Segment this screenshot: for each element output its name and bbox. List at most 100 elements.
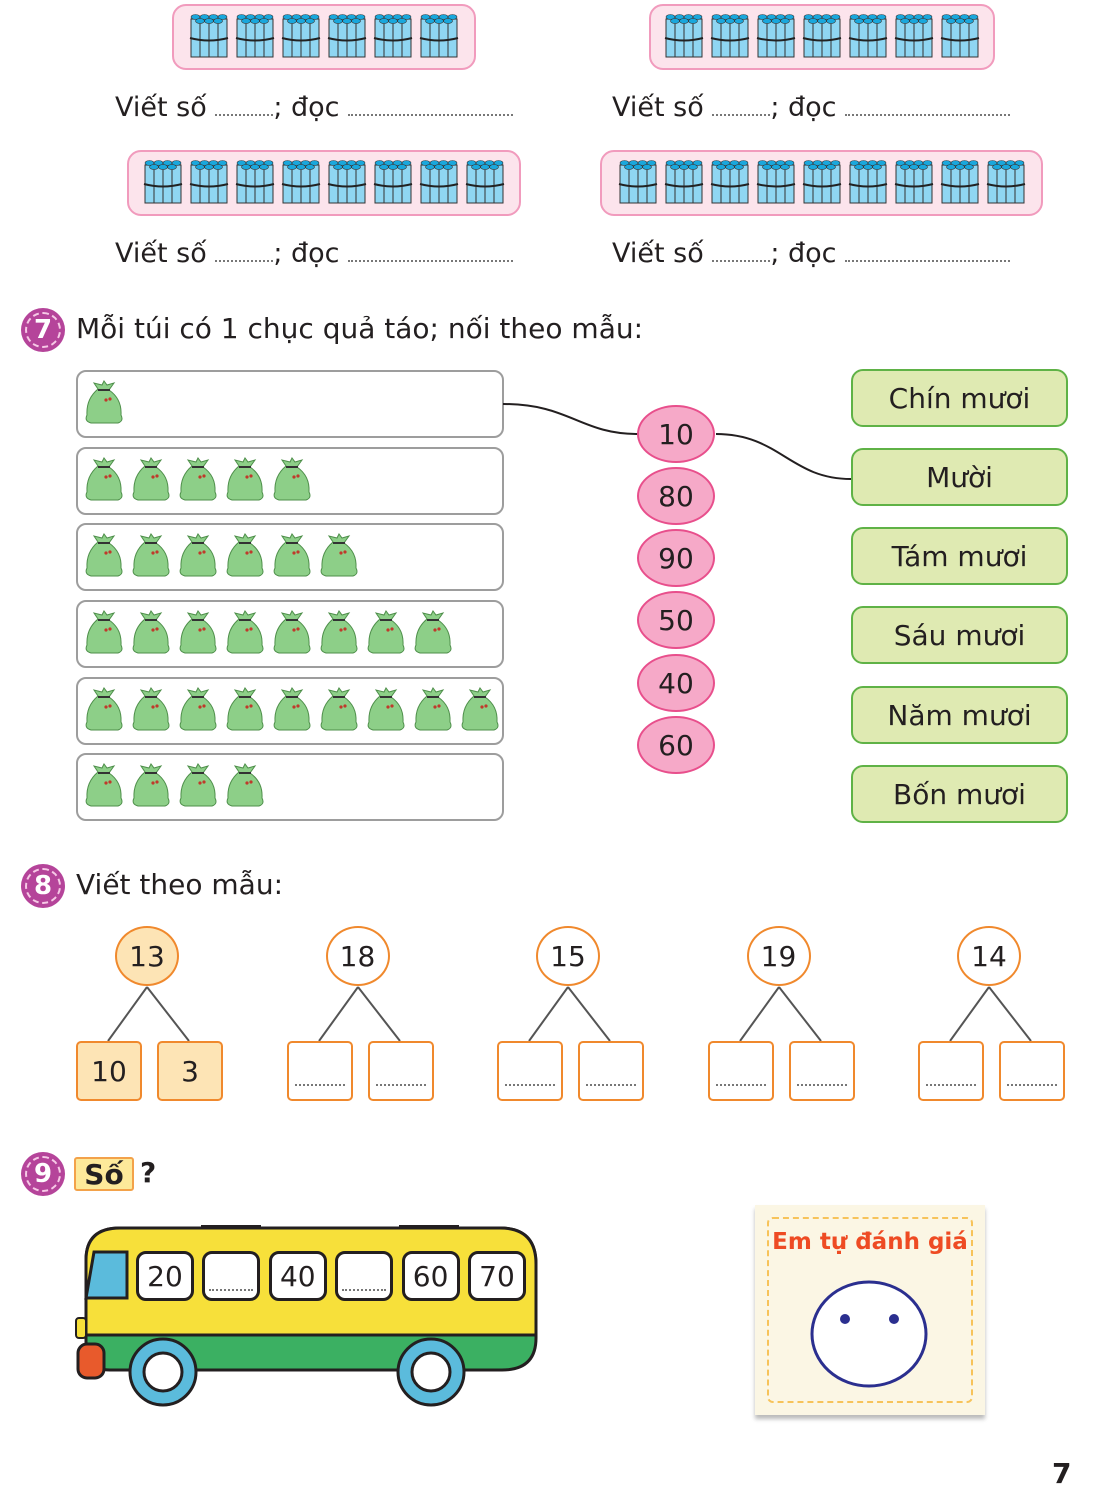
self-assessment-title: Em tự đánh giá — [772, 1229, 968, 1255]
number-oval[interactable]: 90 — [637, 529, 715, 587]
answer-blank[interactable] — [796, 1083, 847, 1086]
number-blank[interactable] — [215, 259, 274, 262]
tree-right-box[interactable] — [999, 1041, 1065, 1101]
tree-left-box[interactable] — [497, 1041, 563, 1101]
bundle-box-2 — [649, 4, 995, 70]
apple-bag-icon — [413, 686, 453, 736]
tree-top-number: 18 — [325, 926, 390, 986]
apple-bag-icon — [225, 686, 265, 736]
number-oval[interactable]: 50 — [637, 591, 715, 649]
read-label: ; đọc — [273, 238, 340, 269]
tree-left-box[interactable] — [286, 1041, 353, 1101]
apple-bag-icon — [366, 686, 406, 736]
ten-stick-bundle-icon — [940, 157, 980, 209]
tree-left-box[interactable] — [918, 1041, 984, 1101]
number-blank[interactable] — [712, 259, 771, 262]
exercise-7-badge: 7 — [21, 308, 65, 352]
write-line-2: Viết số ; đọc — [612, 92, 1011, 123]
number-blank[interactable] — [712, 113, 771, 116]
bundle-box-4 — [600, 150, 1043, 216]
apple-bag-icon — [131, 456, 171, 506]
apple-bag-icon — [225, 609, 265, 659]
bag-row[interactable] — [76, 600, 504, 668]
bundle-box-3 — [127, 150, 521, 216]
word-box[interactable]: Mười — [851, 448, 1068, 506]
number-oval[interactable]: 80 — [637, 467, 715, 525]
ten-stick-bundle-icon — [189, 11, 229, 63]
tree-top-number: 15 — [536, 926, 600, 986]
answer-blank[interactable] — [294, 1083, 345, 1086]
answer-blank[interactable] — [375, 1083, 426, 1086]
answer-blank[interactable] — [342, 1288, 387, 1291]
answer-blank[interactable] — [715, 1083, 766, 1086]
bag-row[interactable] — [76, 753, 504, 821]
tree-lines — [528, 986, 611, 1042]
reading-blank[interactable] — [845, 113, 1011, 116]
apple-bag-icon — [319, 532, 359, 582]
read-label: ; đọc — [770, 238, 837, 269]
tree-right-box: 3 — [157, 1041, 223, 1101]
answer-blank[interactable] — [209, 1288, 254, 1291]
number-blank[interactable] — [215, 113, 274, 116]
apple-bag-icon — [84, 762, 124, 812]
bus-window[interactable] — [202, 1251, 261, 1301]
write-label: Viết số — [115, 238, 207, 269]
ten-stick-bundle-icon — [756, 11, 796, 63]
ten-stick-bundle-icon — [373, 157, 413, 209]
tree-left-box[interactable] — [707, 1041, 774, 1101]
tree-top-number: 13 — [115, 926, 179, 986]
reading-blank[interactable] — [845, 259, 1011, 262]
ten-stick-bundle-icon — [373, 11, 413, 63]
apple-bag-icon — [225, 762, 265, 812]
apple-bag-icon — [272, 686, 312, 736]
answer-blank[interactable] — [1007, 1083, 1057, 1086]
tree-right-box[interactable] — [788, 1041, 855, 1101]
exercise-8-badge: 8 — [21, 864, 65, 908]
ten-stick-bundle-icon — [894, 11, 934, 63]
apple-bag-icon — [413, 609, 453, 659]
exercise-9-question: ? — [140, 1156, 157, 1189]
number-oval[interactable]: 60 — [637, 716, 715, 774]
word-box[interactable]: Sáu mươi — [851, 606, 1068, 664]
exercise-7-title: Mỗi túi có 1 chục quả táo; nối theo mẫu: — [76, 312, 644, 345]
tree-lines — [949, 986, 1032, 1042]
apple-bag-icon — [460, 686, 500, 736]
tree-right-box[interactable] — [367, 1041, 434, 1101]
word-box[interactable]: Bốn mươi — [851, 765, 1068, 823]
word-box[interactable]: Năm mươi — [851, 686, 1068, 744]
ten-stick-bundle-icon — [664, 157, 704, 209]
ten-stick-bundle-icon — [327, 11, 367, 63]
read-label: ; đọc — [273, 92, 340, 123]
reading-blank[interactable] — [348, 259, 514, 262]
apple-bag-icon — [84, 532, 124, 582]
bag-row[interactable] — [76, 447, 504, 515]
number-oval[interactable]: 40 — [637, 654, 715, 712]
reading-blank[interactable] — [348, 113, 514, 116]
answer-blank[interactable] — [586, 1083, 636, 1086]
apple-bag-icon — [84, 686, 124, 736]
number-oval[interactable]: 10 — [637, 405, 715, 463]
word-box[interactable]: Tám mươi — [851, 527, 1068, 585]
bus-illustration — [75, 1225, 538, 1407]
connector-10-to-muoi — [715, 433, 852, 480]
word-box[interactable]: Chín mươi — [851, 369, 1068, 427]
ten-stick-bundle-icon — [281, 11, 321, 63]
answer-blank[interactable] — [926, 1083, 976, 1086]
tree-right-value: 3 — [181, 1054, 199, 1088]
write-line-1: Viết số ; đọc — [115, 92, 514, 123]
bag-row[interactable] — [76, 523, 504, 591]
write-label: Viết số — [115, 92, 207, 123]
write-label: Viết số — [612, 238, 704, 269]
ten-stick-bundle-icon — [143, 157, 183, 209]
ten-stick-bundle-icon — [710, 157, 750, 209]
window-number: 20 — [147, 1259, 183, 1293]
bag-row[interactable] — [76, 677, 504, 745]
bus-window[interactable] — [335, 1251, 394, 1301]
answer-blank[interactable] — [505, 1083, 555, 1086]
ten-stick-bundle-icon — [419, 11, 459, 63]
apple-bag-icon — [272, 609, 312, 659]
apple-bag-icon — [131, 686, 171, 736]
blank-face-icon[interactable] — [807, 1277, 931, 1391]
tree-right-box[interactable] — [578, 1041, 644, 1101]
exercise-9-badge: 9 — [21, 1152, 65, 1196]
